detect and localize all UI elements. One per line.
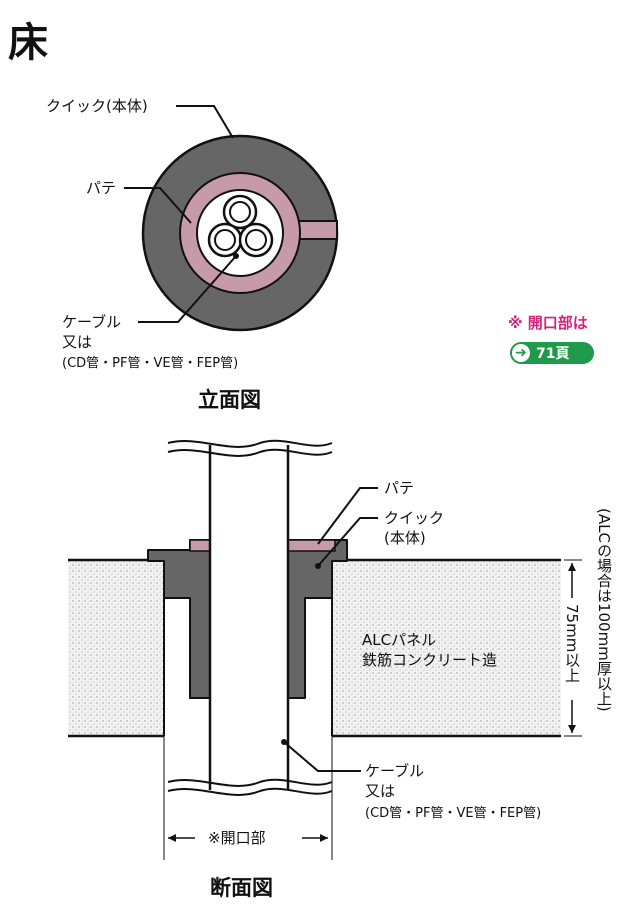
label-cable-or: 又は [62,333,93,351]
page-reference-link[interactable]: ➜ 71頁 [510,342,594,364]
leader-putty-section [317,487,378,545]
label-quick: クイック(本体) [46,97,148,115]
section-caption: 断面図 [210,876,273,900]
label-opening: ※開口部 [208,829,266,847]
label-thickness-note: (ALCの場合は100mm厚以上) [595,508,613,712]
label-cable-types: (CD管・PF管・VE管・FEP管) [62,356,239,371]
label-quick-section: クイック [384,509,445,527]
putty-section-left [189,539,211,552]
label-rc-structure: 鉄筋コンクリート造 [362,651,498,669]
leader-cable [138,255,237,323]
putty-section-right [287,539,336,552]
opening-reference-note: ※ 開口部は [508,314,588,332]
page-title: 床 [8,20,48,66]
elevation-view [124,105,339,332]
label-thickness: 75mm以上 [563,604,581,683]
leader-cable-section [283,741,361,772]
slab-right [332,560,561,736]
label-putty: パテ [86,179,117,197]
label-cable-section-or: 又は [365,782,396,800]
leader-quick-section [317,517,378,567]
elevation-caption: 立面図 [198,388,261,412]
arrow-right-icon: ➜ [512,344,530,362]
label-quick-section-body: (本体) [384,529,426,547]
label-cable-section: ケーブル [365,762,425,780]
label-putty-section: パテ [384,479,415,497]
label-cable-section-types: (CD管・PF管・VE管・FEP管) [365,806,542,821]
label-alc-panel: ALCパネル [362,631,437,649]
cable-pipe [210,445,288,790]
slab-left [68,560,164,736]
leader-putty [124,187,192,224]
leader-quick [176,105,234,139]
section-view [68,439,582,860]
page-reference-label: 71頁 [536,346,570,362]
label-cable: ケーブル [62,313,122,331]
